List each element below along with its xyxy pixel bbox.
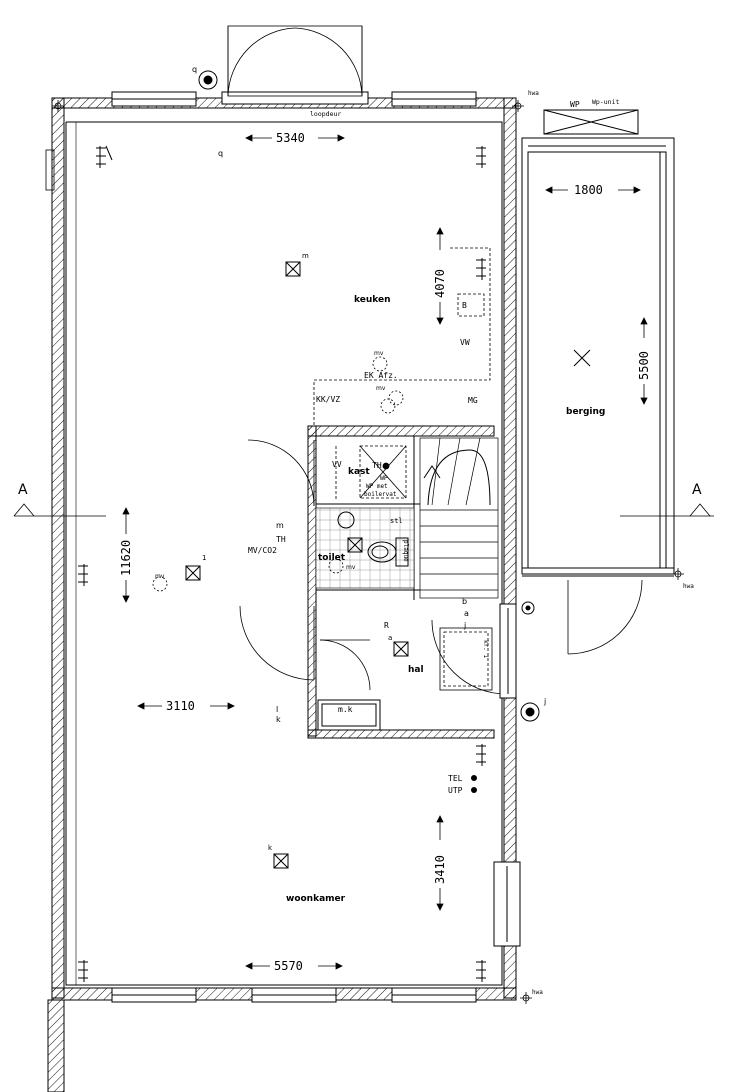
interior-doors	[239, 439, 507, 695]
dim-total-depth: 11620	[119, 540, 133, 576]
data-sockets	[471, 775, 477, 793]
label-q-bottom: q	[218, 149, 223, 158]
berging-door	[567, 579, 643, 655]
dimension-labels: 5340 4070 1800 5500 11620 3110 3410 5570	[119, 131, 651, 973]
label-j-right: j	[463, 621, 466, 630]
label-th-kast: TH	[372, 461, 382, 470]
label-j-door: j	[543, 697, 546, 706]
windows-bottom	[111, 987, 477, 1003]
section-a-left: A	[18, 482, 28, 498]
dim-kitchen-depth: 4070	[433, 269, 447, 298]
label-wp-met: WP met	[366, 483, 388, 490]
section-labels: A A	[18, 482, 702, 498]
label-a-right: a	[464, 609, 469, 618]
label-hwa-top: hwa	[528, 90, 539, 97]
room-hal: hal	[408, 665, 424, 675]
label-boilervat: boilervat	[364, 491, 397, 498]
label-kr1: kr. 1	[482, 640, 489, 658]
window-right	[493, 861, 521, 947]
kitchen-dashed	[313, 247, 491, 426]
label-vv: VV	[332, 460, 342, 469]
berging-walls	[521, 137, 675, 577]
label-k-living: k	[268, 844, 273, 852]
room-labels: keuken berging kast toilet hal woonkamer	[286, 295, 605, 904]
wp-unit-box	[543, 109, 639, 135]
label-wp-small: WP	[380, 474, 388, 482]
label-plaque: plaque	[402, 540, 409, 562]
corner-markers	[52, 100, 684, 1004]
label-mv-kast: mv	[376, 385, 386, 392]
dim-living-depth: 3410	[433, 855, 447, 884]
annotation-labels: loopdeur WP Wp-unit hwa hwa hwa q q m B …	[155, 65, 694, 996]
dim-bottom-width: 5570	[274, 959, 303, 973]
stairs	[419, 437, 499, 599]
label-r: R	[384, 621, 389, 630]
label-tel: TEL	[448, 774, 463, 783]
dimension-lines	[122, 134, 648, 970]
hal-mat	[439, 627, 493, 691]
ventilation-icons	[152, 356, 404, 592]
label-hwa-mid: hwa	[683, 583, 694, 590]
label-loopdeur: loopdeur	[310, 110, 341, 118]
label-vw: VW	[460, 338, 470, 347]
room-keuken: keuken	[354, 295, 391, 305]
label-stl: stl	[390, 517, 403, 525]
room-kast: kast	[348, 467, 370, 477]
dim-top-width: 5340	[276, 131, 305, 145]
room-berging: berging	[566, 407, 605, 417]
dim-berging-depth: 5500	[637, 351, 651, 380]
label-m-kitchen: m	[302, 252, 309, 260]
toilet-fixture	[337, 511, 409, 567]
label-fixture-1: 1	[202, 554, 206, 562]
label-mv-living: mv	[155, 573, 165, 580]
windows-top	[111, 91, 477, 107]
label-b-right: b	[462, 597, 467, 606]
dim-living-width: 3110	[166, 699, 195, 713]
section-a-right: A	[692, 482, 702, 498]
label-ek-afz: EK Afz.	[364, 371, 398, 380]
main-walls	[45, 97, 517, 1092]
outdoor-lamps	[198, 70, 540, 722]
kast-box	[335, 445, 407, 500]
light-fixture-icons	[185, 261, 591, 869]
label-mg: MG	[468, 396, 478, 405]
label-th-left: TH	[276, 535, 286, 544]
label-mv-co2: MV/CO2	[248, 546, 277, 555]
label-b-box: B	[462, 301, 467, 310]
label-wp: WP	[570, 100, 580, 109]
label-a-hal: a	[388, 634, 392, 642]
radiator-symbols	[78, 145, 486, 982]
label-hwa-bottom: hwa	[532, 989, 543, 996]
label-m-left: m	[276, 521, 284, 530]
label-utp: UTP	[448, 786, 463, 795]
label-kk-vz: KK/VZ	[316, 395, 340, 404]
label-mk: m.k	[338, 705, 353, 714]
label-k: k	[276, 715, 281, 724]
label-mv-toilet: mv	[346, 564, 356, 571]
front-door-frame	[499, 603, 517, 699]
label-mv-top: mv	[374, 350, 384, 357]
loopdeur-door	[227, 25, 363, 97]
dim-berging-width: 1800	[574, 183, 603, 197]
room-toilet: toilet	[318, 553, 346, 563]
section-line	[13, 503, 714, 517]
core-walls	[307, 425, 495, 739]
label-l: l	[276, 705, 278, 714]
room-woonkamer: woonkamer	[286, 894, 346, 904]
label-q-top: q	[192, 65, 197, 74]
meterkast	[317, 699, 381, 731]
label-wp-unit: Wp-unit	[592, 98, 619, 106]
